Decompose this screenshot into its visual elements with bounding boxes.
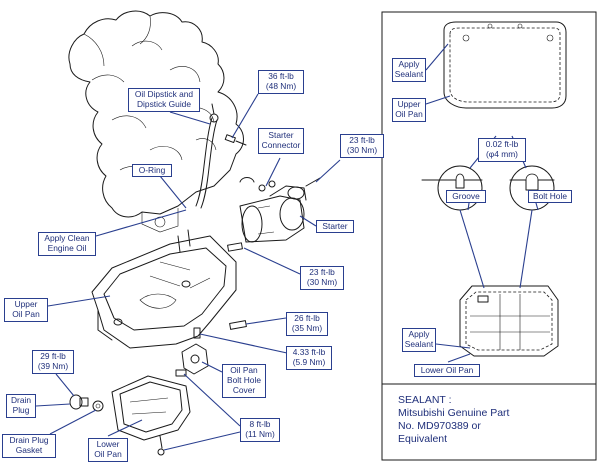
label-starter-connector: Starter Connector [258,128,304,154]
label-upper-oil-pan: Upper Oil Pan [4,298,48,322]
label-torque-26: 26 ft-lb (35 Nm) [286,312,328,336]
engine-block [68,10,244,233]
inset-label-apply-sealant-bottom: Apply Sealant [402,328,436,352]
label-bolt-hole-cover: Oil Pan Bolt Hole Cover [222,364,266,398]
starter-motor [239,177,321,243]
label-torque-36: 36 ft-lb (48 Nm) [258,70,304,94]
label-o-ring: O-Ring [132,164,172,177]
label-oil-dipstick: Oil Dipstick and Dipstick Guide [128,88,200,112]
label-torque-433: 4.33 ft-lb (5.9 Nm) [286,346,332,370]
inset-label-bolt-hole: Bolt Hole [528,190,572,203]
label-lower-oil-pan: Lower Oil Pan [88,438,128,462]
drain-plug-drawing [69,394,104,412]
inset-label-bead-size: 0.02 ft-lb (φ4 mm) [478,138,526,162]
bolt-hole-cover-drawing [181,343,209,375]
inset-label-groove: Groove [446,190,486,203]
label-starter: Starter [316,220,354,233]
lower-oil-pan-drawing [111,375,191,456]
bolts [175,242,247,377]
upper-oil-pan-drawing [91,229,237,349]
label-drain-plug: Drain Plug [6,394,36,418]
label-torque-23-starter: 23 ft-lb (30 Nm) [340,134,384,158]
label-torque-23-pan: 23 ft-lb (30 Nm) [300,266,344,290]
inset-label-lower-oil-pan: Lower Oil Pan [414,364,480,377]
label-torque-29: 29 ft-lb (39 Nm) [32,350,74,374]
label-drain-plug-gasket: Drain Plug Gasket [2,434,56,458]
inset-label-apply-sealant-top: Apply Sealant [392,58,426,82]
inset-panel [381,11,597,461]
sealant-note: SEALANT : Mitsubishi Genuine Part No. MD… [398,394,510,446]
label-torque-8: 8 ft-lb (11 Nm) [240,418,280,442]
dipstick-assembly [195,103,247,209]
label-apply-clean-oil: Apply Clean Engine Oil [38,232,96,256]
inset-label-upper-oil-pan: Upper Oil Pan [392,98,426,122]
